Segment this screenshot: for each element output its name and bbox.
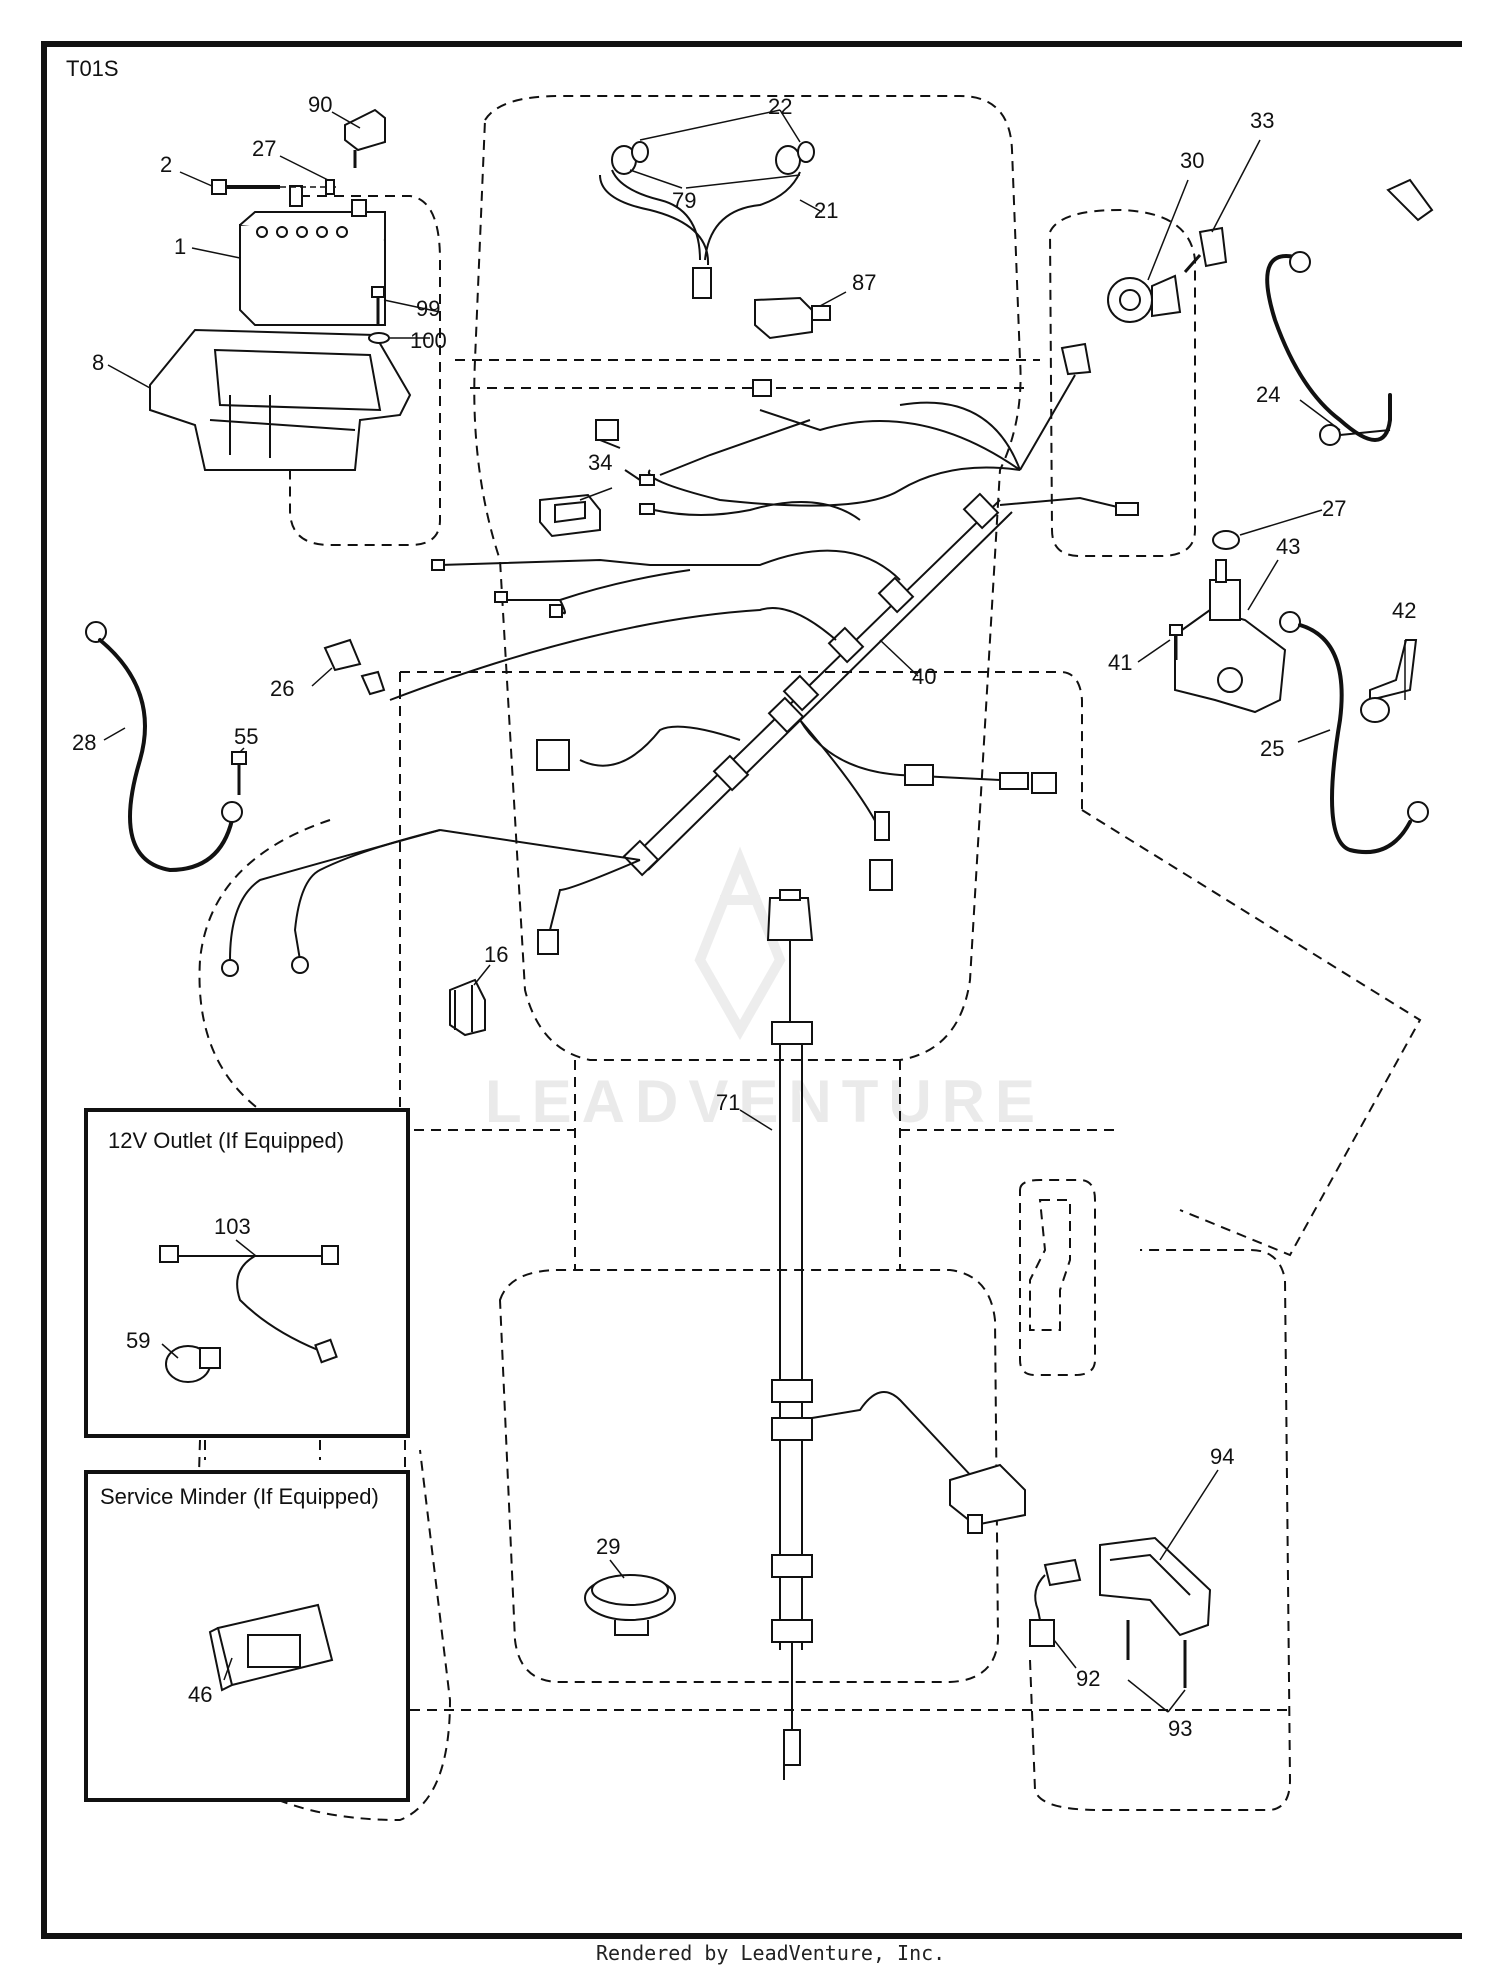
- pto-switch: [1029, 1536, 1212, 1688]
- part-label-29: 29: [596, 1534, 620, 1559]
- part-label-87: 87: [852, 270, 876, 295]
- part-label-99: 99: [416, 296, 440, 321]
- part-label-100: 100: [410, 328, 447, 353]
- main-harness: [389, 342, 1139, 955]
- part-label-103: 103: [214, 1214, 251, 1239]
- footer-credit: Rendered by LeadVenture, Inc.: [596, 1941, 945, 1965]
- battery: [239, 185, 386, 326]
- part-label-40: 40: [912, 664, 936, 689]
- rocker-switch: [539, 493, 601, 538]
- part-label-94: 94: [1210, 1444, 1234, 1469]
- leader-lines: [103, 109, 1406, 1713]
- part-labels: 90 27 2 1 8 99 100 22 79 21 87 30 33 24 …: [72, 92, 1416, 1741]
- part-label-25: 25: [1260, 736, 1284, 761]
- part-label-22: 22: [768, 94, 792, 119]
- part-label-26: 26: [270, 676, 294, 701]
- left-lead-harness: [221, 829, 441, 977]
- fuse-holder: [323, 638, 386, 696]
- part-label-28: 28: [72, 730, 96, 755]
- seat-switch: [449, 978, 486, 1037]
- headlight-harness: [599, 141, 815, 299]
- part-label-42: 42: [1392, 598, 1416, 623]
- battery-tray: [149, 328, 412, 471]
- part-label-34: 34: [588, 450, 612, 475]
- ground-cable-28: [85, 621, 243, 873]
- svg-text:Service Minder (If Equipped): Service Minder (If Equipped): [100, 1484, 379, 1509]
- inset-service-minder: Service Minder (If Equipped): [84, 1470, 410, 1802]
- starter-solenoid: [1174, 559, 1287, 714]
- part-label-1: 1: [174, 234, 186, 259]
- terminal-cover: [344, 108, 386, 168]
- part-label-90: 90: [308, 92, 332, 117]
- part-label-30: 30: [1180, 148, 1204, 173]
- part-label-24: 24: [1256, 382, 1280, 407]
- part-label-93: 93: [1168, 1716, 1192, 1741]
- part-label-71: 71: [716, 1090, 740, 1115]
- svg-text:LEADVENTURE: LEADVENTURE: [485, 1068, 1045, 1135]
- part-label-79: 79: [672, 188, 696, 213]
- solenoid-nut: [1212, 530, 1240, 550]
- rear-harness: [766, 889, 1026, 1780]
- ignition-key: [1183, 226, 1228, 273]
- part-label-41: 41: [1108, 650, 1132, 675]
- part-label-8: 8: [92, 350, 104, 375]
- inset-12v-outlet: 12V Outlet (If Equipped): [84, 1108, 410, 1438]
- battery-bolt: [211, 179, 340, 195]
- watermark: LEADVENTURE: [485, 846, 1045, 1135]
- part-label-27b: 27: [1322, 496, 1346, 521]
- ignition-switch: [1107, 274, 1182, 323]
- battery-cable-24: [1265, 178, 1434, 446]
- battery-cable-25: [1279, 611, 1429, 855]
- part-label-27: 27: [252, 136, 276, 161]
- relay: [754, 296, 831, 340]
- part-label-43: 43: [1276, 534, 1300, 559]
- part-label-59: 59: [126, 1328, 150, 1353]
- part-label-2: 2: [160, 152, 172, 177]
- page-frame: [41, 41, 1462, 1939]
- part-label-46: 46: [188, 1682, 212, 1707]
- tray-screw: [368, 286, 390, 344]
- ground-screw: [231, 751, 247, 795]
- solenoid-screw: [1169, 624, 1183, 660]
- hour-meter: [584, 1574, 676, 1636]
- svg-text:12V Outlet (If Equipped): 12V Outlet (If Equipped): [108, 1128, 344, 1153]
- terminal-boot: [1360, 639, 1418, 723]
- page-code: T01S: [66, 56, 119, 81]
- part-label-55: 55: [234, 724, 258, 749]
- part-label-33: 33: [1250, 108, 1274, 133]
- part-label-92: 92: [1076, 1666, 1100, 1691]
- part-label-21: 21: [814, 198, 838, 223]
- part-label-16: 16: [484, 942, 508, 967]
